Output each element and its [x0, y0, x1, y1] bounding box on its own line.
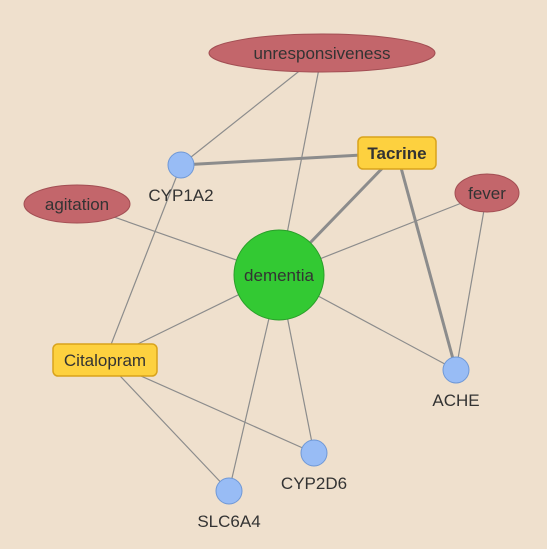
- tacrine-box: [357, 136, 437, 170]
- ache-dot: [442, 356, 470, 384]
- node-cyp2d6[interactable]: CYP2D6: [281, 439, 347, 493]
- node-agitation[interactable]: agitation: [23, 184, 131, 224]
- cyp1a2-dot: [167, 151, 195, 179]
- slc6a4-label: SLC6A4: [197, 512, 260, 531]
- cyp2d6-label: CYP2D6: [281, 474, 347, 493]
- citalopram-box: [52, 343, 158, 377]
- edge-cyp1a2-citalopram: [104, 164, 182, 361]
- node-ache[interactable]: ACHE: [432, 356, 480, 410]
- cyp2d6-dot: [300, 439, 328, 467]
- node-cyp1a2[interactable]: CYP1A2: [148, 151, 214, 205]
- ache-label: ACHE: [432, 391, 479, 410]
- dementia-label: dementia: [244, 266, 314, 285]
- edge-citalopram-slc6a4: [104, 359, 230, 492]
- node-slc6a4[interactable]: SLC6A4: [197, 477, 261, 531]
- citalopram-label: Citalopram: [64, 351, 146, 370]
- node-dementia[interactable]: dementia: [233, 229, 325, 321]
- unresponsiveness-label: unresponsiveness: [253, 44, 390, 63]
- node-fever[interactable]: fever: [454, 173, 520, 213]
- dementia-circle: [233, 229, 325, 321]
- tacrine-label: Tacrine: [367, 144, 426, 163]
- node-tacrine[interactable]: Tacrine: [357, 136, 437, 170]
- fever-ellipse: [454, 173, 520, 213]
- cyp1a2-label: CYP1A2: [148, 186, 213, 205]
- edge-tacrine-ache: [395, 152, 458, 371]
- unresponsiveness-ellipse: [208, 33, 436, 73]
- edge-fever-ache: [455, 192, 488, 371]
- node-citalopram[interactable]: Citalopram: [52, 343, 158, 377]
- agitation-ellipse: [23, 184, 131, 224]
- fever-label: fever: [468, 184, 506, 203]
- agitation-label: agitation: [45, 195, 109, 214]
- slc6a4-dot: [215, 477, 243, 505]
- node-unresponsiveness[interactable]: unresponsiveness: [208, 33, 436, 73]
